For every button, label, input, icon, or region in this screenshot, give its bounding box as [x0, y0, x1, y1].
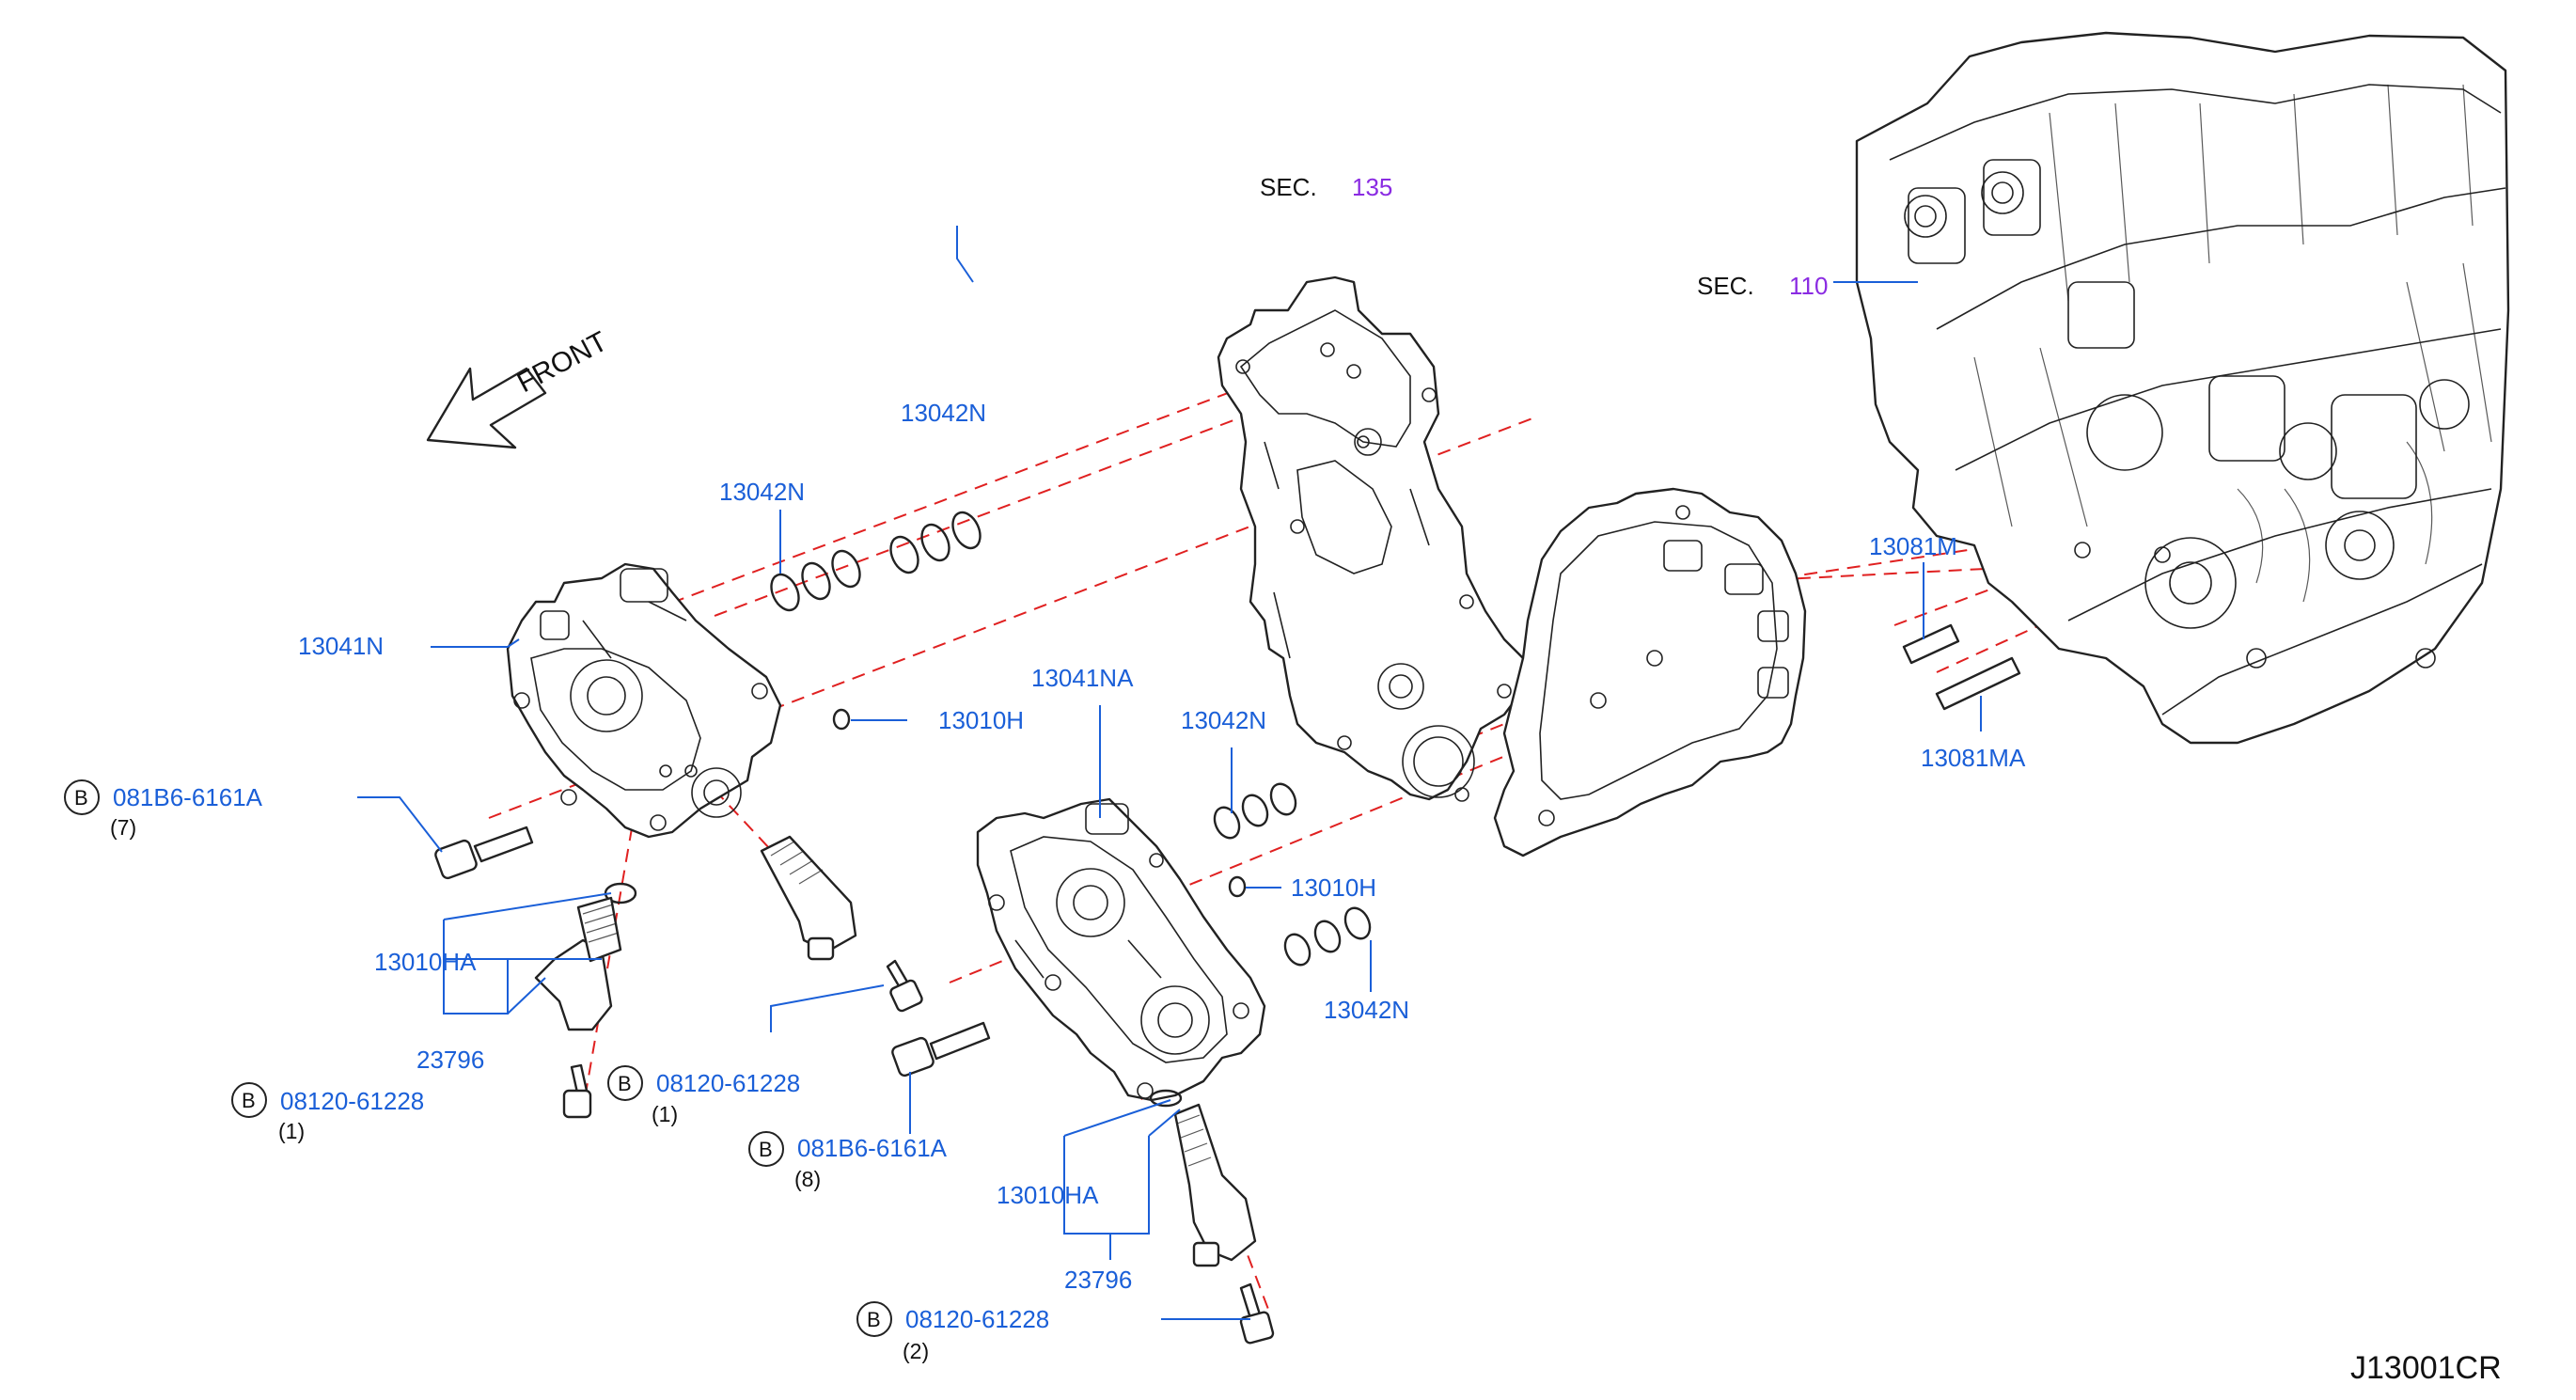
- part-label-08120-61228-bottom[interactable]: 08120-61228: [905, 1305, 1049, 1333]
- small-bolt-bottom: [1239, 1282, 1275, 1345]
- oil-control-solenoid-right: [1173, 1103, 1257, 1267]
- seal-ring: [801, 561, 831, 601]
- dowel-pin: [1935, 656, 2021, 711]
- engine-block-illustration: [1855, 31, 2510, 745]
- part-label-13010ha-left[interactable]: 13010HA: [374, 948, 477, 976]
- seal-ring: [1269, 782, 1297, 816]
- bolts: [434, 826, 1275, 1345]
- flange-bolt-left: [434, 826, 534, 880]
- seal-ring: [1343, 906, 1372, 940]
- part-label-13042n-mid[interactable]: 13042N: [1181, 706, 1266, 734]
- o-ring: [1149, 1089, 1183, 1108]
- bolt-symbol-label: B: [242, 1089, 256, 1112]
- bolt-symbol-label: B: [74, 786, 88, 810]
- quantity-label: (8): [794, 1167, 821, 1191]
- flange-bolt-mid: [891, 1021, 991, 1078]
- bolt-symbol-label: B: [618, 1072, 632, 1095]
- part-label-23796-right[interactable]: 23796: [1064, 1266, 1132, 1294]
- section-number[interactable]: 135: [1352, 173, 1392, 201]
- small-bolt-left: [562, 1063, 592, 1119]
- left-valve-timing-cover-illustration: [506, 562, 782, 839]
- bolt-callout-08120-left: B 08120-61228 (1): [231, 1082, 424, 1143]
- part-label-08120-61228-mid[interactable]: 08120-61228: [656, 1069, 800, 1097]
- part-label-08120-61228-left[interactable]: 08120-61228: [280, 1087, 424, 1115]
- part-label-13010ha-right[interactable]: 13010HA: [997, 1181, 1099, 1209]
- quantity-label: (2): [903, 1339, 929, 1363]
- seal-ring: [1213, 806, 1241, 840]
- part-label-13041n[interactable]: 13041N: [298, 632, 384, 660]
- chain-case-illustration: [1217, 275, 1525, 802]
- bolt-callout-081b6-left: B 081B6-6161A (7): [64, 779, 263, 840]
- small-seal-ring: [1228, 875, 1247, 898]
- bolt-symbol-icon: [607, 1065, 643, 1101]
- seal-ring: [770, 573, 800, 612]
- seal-ring: [951, 511, 982, 550]
- bolt-symbol-icon: [856, 1301, 892, 1337]
- quantity-label: (1): [652, 1102, 678, 1126]
- front-label: FRONT: [512, 326, 613, 400]
- part-labels: 13042N 13042N 13041N 13010H B 081B6-6161…: [64, 399, 2026, 1363]
- seal-ring: [1283, 933, 1312, 967]
- bolt-symbol-icon: [748, 1131, 784, 1167]
- part-label-081b6-6161a-mid[interactable]: 081B6-6161A: [797, 1134, 948, 1162]
- section-prefix: SEC.: [1697, 272, 1754, 300]
- small-seal-ring: [832, 708, 851, 731]
- dowel-pin: [1902, 623, 1960, 665]
- seal-ring: [889, 535, 919, 574]
- seal-ring: [920, 523, 950, 562]
- bolt-symbol-icon: [64, 779, 100, 815]
- small-bolt-mid: [886, 959, 923, 1013]
- seals: [604, 511, 1372, 1108]
- drawing-id: J13001CR: [2350, 1350, 2502, 1386]
- quantity-label: (1): [278, 1119, 305, 1143]
- seal-ring: [1313, 920, 1342, 953]
- bolt-symbol-label: B: [759, 1138, 773, 1161]
- part-label-081b6-6161a-left[interactable]: 081B6-6161A: [113, 783, 263, 811]
- solenoids-and-sensors: [534, 835, 1257, 1267]
- part-label-13081ma[interactable]: 13081MA: [1921, 744, 2026, 772]
- section-reference-135: SEC. 135: [1260, 173, 1392, 201]
- bolt-callout-08120-mid: B 08120-61228 (1): [607, 1065, 800, 1126]
- leader-lines: [357, 226, 1982, 1320]
- part-label-23796-left[interactable]: 23796: [416, 1046, 484, 1074]
- quantity-label: (7): [110, 815, 136, 840]
- dowel-pins: [1902, 623, 2021, 711]
- part-label-13081m[interactable]: 13081M: [1869, 532, 1957, 560]
- part-label-13042n-right[interactable]: 13042N: [1324, 996, 1409, 1024]
- part-label-13042n-top[interactable]: 13042N: [901, 399, 986, 427]
- cam-sensor-left: [534, 896, 622, 1031]
- part-label-13041na[interactable]: 13041NA: [1031, 664, 1134, 692]
- bolt-callout-08120-bottom: B 08120-61228 (2): [856, 1301, 1049, 1363]
- front-arrow-icon: [426, 367, 547, 449]
- right-valve-timing-cover-illustration: [976, 797, 1266, 1102]
- front-arrow: FRONT: [426, 326, 613, 449]
- bolt-symbol-label: B: [867, 1308, 881, 1331]
- bolt-symbol-icon: [231, 1082, 267, 1118]
- seal-ring: [831, 549, 861, 589]
- section-reference-110: SEC. 110: [1697, 272, 1828, 300]
- oil-control-solenoid-left: [760, 835, 857, 961]
- seal-ring: [1241, 794, 1269, 827]
- part-label-13010h-left[interactable]: 13010H: [938, 706, 1024, 734]
- part-label-13042n-left[interactable]: 13042N: [719, 478, 805, 506]
- rear-chain-case-illustration: [1493, 487, 1807, 857]
- section-prefix: SEC.: [1260, 173, 1317, 201]
- section-number[interactable]: 110: [1789, 272, 1828, 300]
- bolt-callout-081b6-mid: B 081B6-6161A (8): [748, 1131, 948, 1191]
- part-label-13010h-right[interactable]: 13010H: [1291, 873, 1376, 902]
